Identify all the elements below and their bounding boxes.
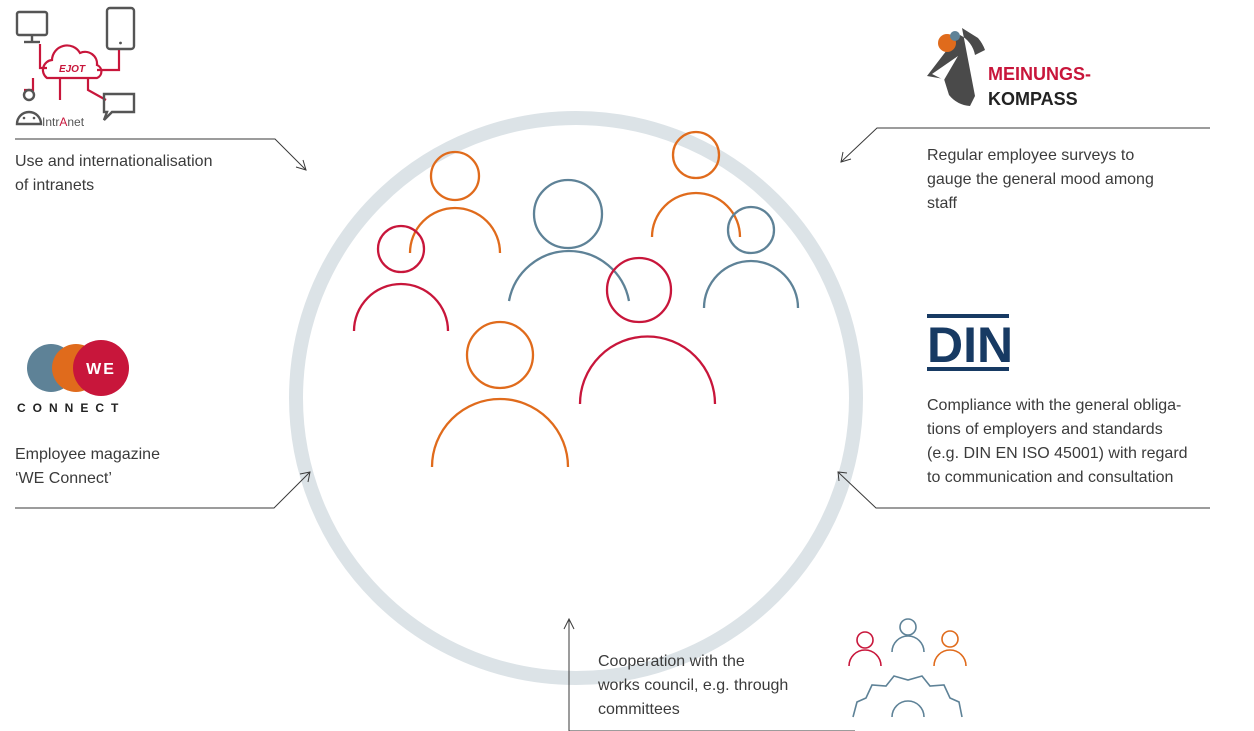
intranet-cloud-text: EJOT [59, 64, 86, 75]
weconnect-badge: WE [86, 361, 116, 378]
cloud-icon [24, 44, 121, 101]
connector-surveys [840, 127, 1210, 163]
meinungskompass-logo: MEINUNGS- KOMPASS [927, 28, 1091, 109]
caption-compliance: Compliance with the general obliga-tions… [927, 397, 1188, 486]
caption-magazine: Employee magazine‘WE Connect’ [15, 446, 160, 487]
user-icon [15, 88, 43, 126]
connector-intranet [15, 138, 307, 171]
intranet-logo: EJOT IntrAnet [15, 6, 136, 129]
connector-works-council [563, 617, 855, 731]
tablet-icon [105, 6, 136, 51]
weconnect-logo: WE CONNECT [17, 340, 129, 415]
monitor-icon [15, 10, 49, 44]
chat-icon [102, 92, 136, 121]
din-logo-text: DIN [927, 317, 1013, 373]
intranet-label: IntrAnet [42, 115, 85, 129]
connector-magazine [15, 471, 311, 509]
people-group-icon [352, 130, 800, 468]
works-council-icon [848, 618, 967, 718]
meinungskompass-line2: KOMPASS [988, 89, 1078, 109]
connector-compliance [837, 471, 1210, 509]
compass-icon [927, 28, 985, 106]
meinungskompass-line1: MEINUNGS- [988, 64, 1091, 84]
din-logo: DIN [927, 314, 1013, 373]
central-ring [289, 111, 863, 685]
weconnect-wordmark: CONNECT [17, 401, 125, 415]
